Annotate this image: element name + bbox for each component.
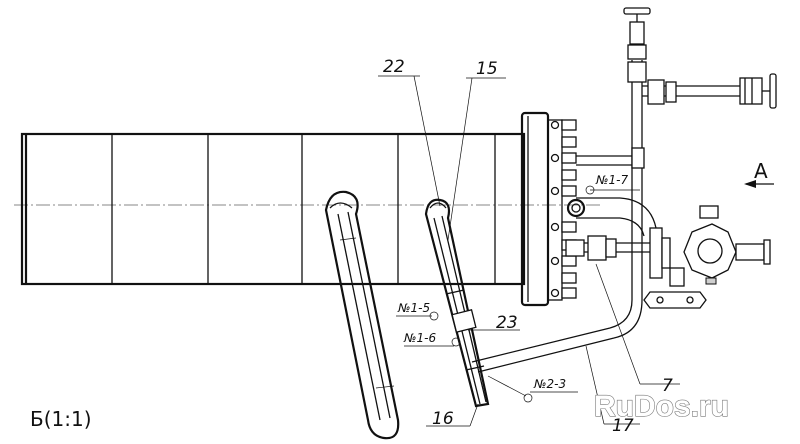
end-flange — [520, 111, 586, 307]
label-16: 16 — [432, 409, 454, 429]
watermark: RuDos.ru — [594, 390, 729, 423]
label-point-1-6: №1-6 — [403, 331, 436, 345]
flange-bolts — [550, 119, 577, 299]
vessel-body — [14, 132, 600, 286]
right-piping — [471, 7, 777, 373]
label-22: 22 — [383, 57, 405, 77]
label-15: 15 — [476, 59, 498, 79]
label-7: 7 — [662, 376, 673, 396]
label-point-1-7: №1-7 — [595, 173, 628, 187]
label-point-1-5: №1-5 — [397, 301, 430, 315]
label-point-2-3: №2-3 — [533, 377, 566, 391]
label-23: 23 — [496, 313, 518, 333]
scale-label: Б(1:1) — [30, 407, 92, 431]
tube-right — [424, 198, 490, 408]
u-tube-left — [324, 190, 400, 440]
view-arrow-label: А — [754, 159, 768, 183]
leader-lines — [378, 75, 680, 427]
label-17: 17 — [612, 416, 634, 436]
